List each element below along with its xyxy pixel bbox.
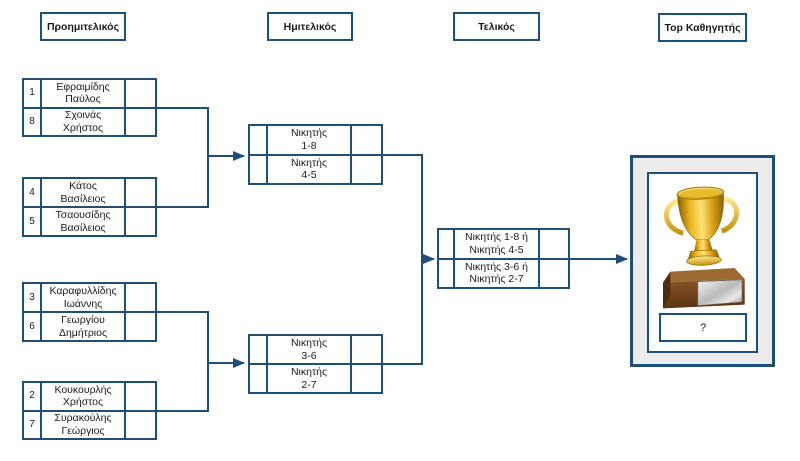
seed-cell: 6 [24, 313, 40, 340]
seed-cell: 4 [24, 179, 40, 206]
name-line: Νικητής [290, 156, 328, 169]
winner-placeholder-box: ? [659, 313, 747, 342]
name-line: Νικητής 1-8 ή [465, 231, 528, 244]
score-cell [540, 230, 568, 258]
name-line: Καραφυλλίδης [49, 284, 117, 297]
name-line: Νικητής [290, 336, 328, 349]
seed-cell: 2 [24, 383, 40, 410]
seed-cell: 8 [24, 108, 40, 135]
score-cell [126, 284, 155, 311]
name-line: Εφραιμίδης [56, 80, 110, 93]
qf-match-3-6: 3 Καραφυλλίδης Ιωάννης 6 Γεωργίου Δημήτρ… [22, 282, 157, 342]
name-line: Παύλος [65, 93, 101, 106]
seed-cell [439, 259, 453, 287]
name-line: Ιωάννης [63, 297, 103, 310]
sf-match-top: Νικητής 1-8 Νικητής 4-5 [248, 124, 383, 185]
name-line: 2-7 [301, 378, 317, 391]
name-line: Νικητής 2-7 [469, 273, 524, 286]
name-line: 3-6 [301, 349, 317, 362]
name-line: Τσαουσίδης [55, 208, 111, 221]
seed-cell [439, 230, 453, 258]
seed-cell [250, 365, 266, 392]
round-header-final: Τελικός [453, 12, 540, 41]
score-cell [352, 336, 381, 363]
name-line: Νικητής [290, 127, 328, 140]
qf-match-2-7: 2 Κουκουρλής Χρήστος 7 Συρακούλης Γεώργι… [22, 381, 157, 440]
player-name-cell: Σχοινάς Χρήστος [42, 108, 124, 135]
name-line: Χρήστος [62, 396, 104, 409]
sf-match-bottom: Νικητής 3-6 Νικητής 2-7 [248, 334, 383, 394]
name-line: Κουκουρλής [54, 383, 112, 396]
name-line: 4-5 [301, 169, 317, 182]
name-line: Νικητής 4-5 [469, 243, 524, 256]
qf-match-4-5: 4 Κάτος Βασίλειος 5 Τσαουσίδης Βασίλειος [22, 177, 157, 237]
name-line: Σχοινάς [64, 109, 102, 122]
winner-panel: ? [630, 155, 775, 367]
round-header-label: Τελικός [478, 20, 515, 33]
player-name-cell: Εφραιμίδης Παύλος [42, 80, 124, 107]
score-cell [352, 126, 381, 154]
name-line: Κάτος [69, 179, 97, 192]
score-cell [126, 313, 155, 340]
round-header-label: Προημιτελικός [46, 20, 120, 33]
winner-panel-inner: ? [647, 172, 758, 353]
player-name-cell: Συρακούλης Γεώργιος [42, 411, 124, 438]
seed-cell: 1 [24, 80, 40, 107]
score-cell [352, 365, 381, 392]
seed-cell [250, 126, 266, 154]
winner-placeholder-text: ? [699, 321, 707, 334]
trophy-icon [663, 186, 745, 309]
winner-name-cell: Νικητής 2-7 [268, 365, 350, 392]
winner-name-cell: Νικητής 1-8 [268, 126, 350, 154]
winner-name-cell: Νικητής 3-6 [268, 336, 350, 363]
winner-name-cell: Νικητής 1-8 ή Νικητής 4-5 [455, 230, 538, 258]
seed-cell: 3 [24, 284, 40, 311]
name-line: Νικητής [290, 365, 328, 378]
score-cell [126, 411, 155, 438]
round-header-quarterfinal: Προημιτελικός [40, 12, 126, 41]
score-cell [126, 179, 155, 206]
player-name-cell: Τσαουσίδης Βασίλειος [42, 208, 124, 235]
score-cell [126, 208, 155, 235]
player-name-cell: Καραφυλλίδης Ιωάννης [42, 284, 124, 311]
score-cell [126, 80, 155, 107]
name-line: Βασίλειος [60, 192, 106, 205]
name-line: Βασίλειος [60, 221, 106, 234]
name-line: Δημήτριος [58, 326, 108, 339]
name-line: Γεωργίου [61, 313, 105, 326]
player-name-cell: Κουκουρλής Χρήστος [42, 383, 124, 410]
score-cell [126, 383, 155, 410]
round-header-champion: Top Καθηγητής [658, 13, 747, 42]
name-line: Συρακούλης [54, 412, 112, 425]
round-header-semifinal: Ημιτελικός [267, 12, 353, 41]
name-line: Νικητής 3-6 ή [465, 260, 528, 273]
round-header-label: Top Καθηγητής [664, 21, 741, 34]
seed-cell [250, 155, 266, 183]
winner-name-cell: Νικητής 3-6 ή Νικητής 2-7 [455, 259, 538, 287]
name-line: Χρήστος [62, 121, 104, 134]
score-cell [126, 108, 155, 135]
name-line: 1-8 [301, 139, 317, 152]
seed-cell [250, 336, 266, 363]
score-cell [352, 155, 381, 183]
seed-cell: 5 [24, 208, 40, 235]
name-line: Γεώργιος [61, 424, 105, 437]
final-match: Νικητής 1-8 ή Νικητής 4-5 Νικητής 3-6 ή … [437, 228, 570, 289]
player-name-cell: Κάτος Βασίλειος [42, 179, 124, 206]
seed-cell: 7 [24, 411, 40, 438]
winner-name-cell: Νικητής 4-5 [268, 155, 350, 183]
player-name-cell: Γεωργίου Δημήτριος [42, 313, 124, 340]
qf-match-1-8: 1 Εφραιμίδης Παύλος 8 Σχοινάς Χρήστος [22, 78, 157, 137]
score-cell [540, 259, 568, 287]
round-header-label: Ημιτελικός [283, 20, 337, 33]
